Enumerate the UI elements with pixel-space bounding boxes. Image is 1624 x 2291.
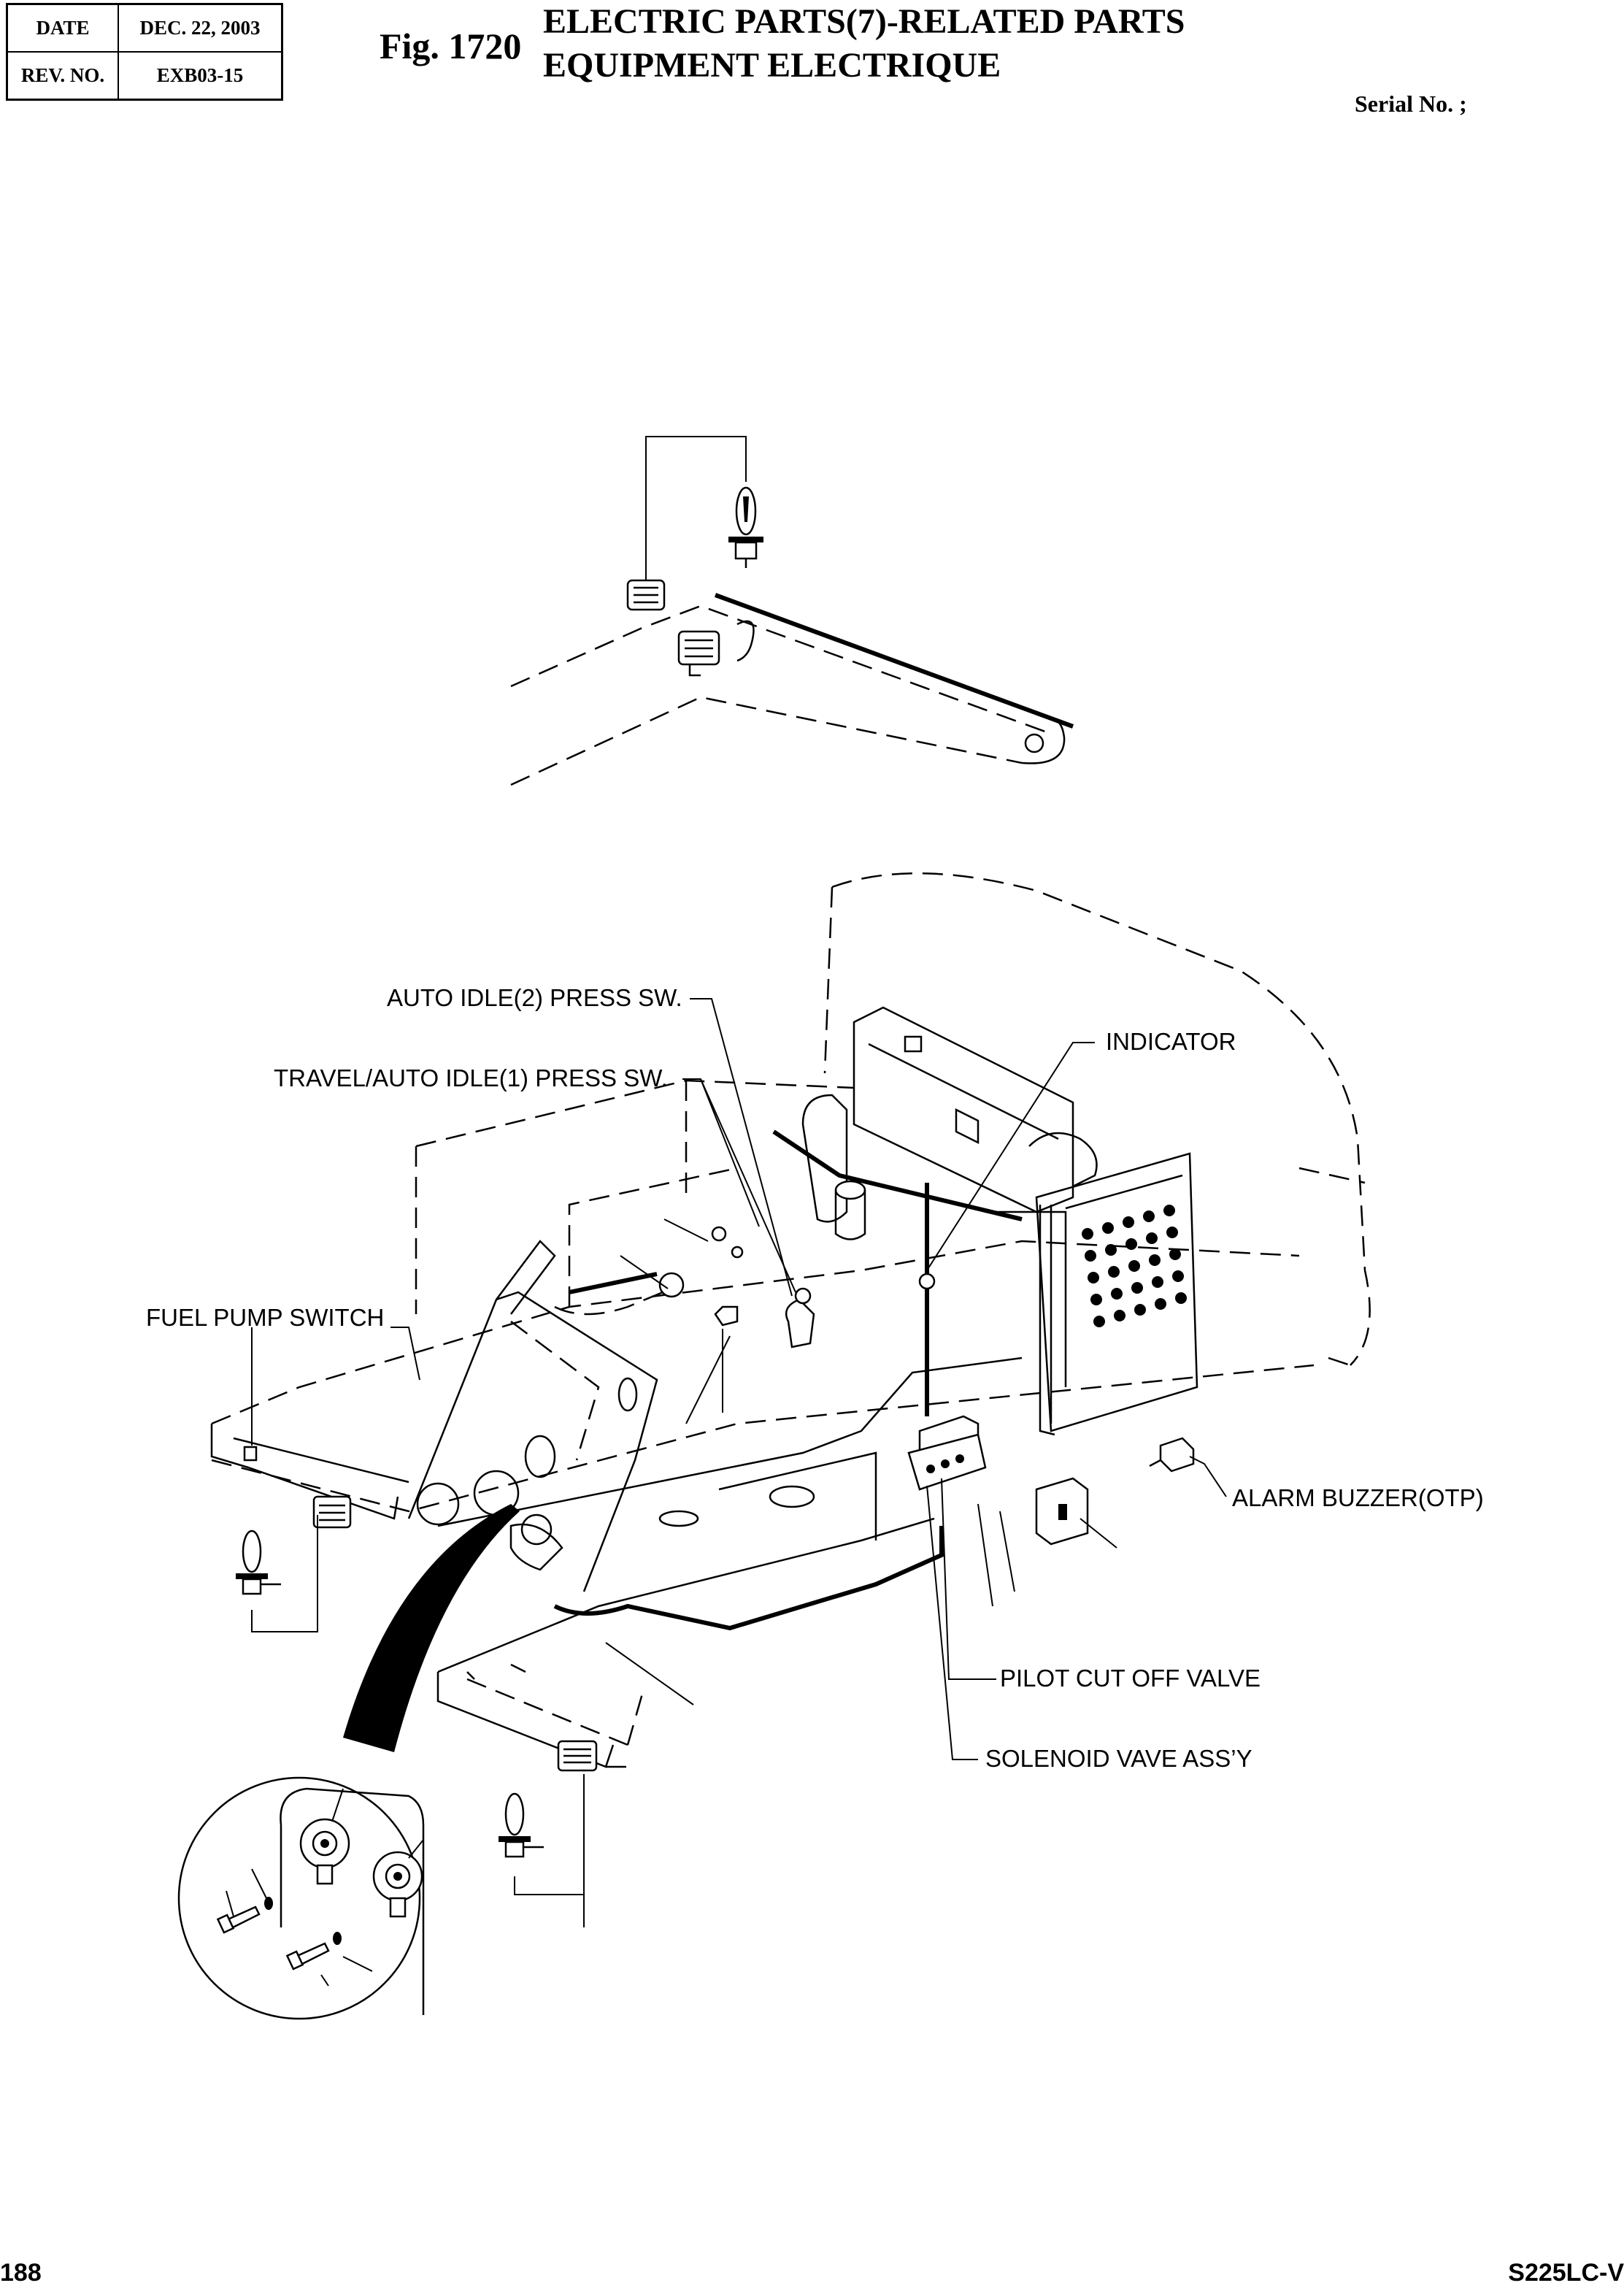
callout-leaders [251,998,1227,1760]
horn-1-icon [299,1818,350,1885]
lower-work-lamp-left-icon [312,1495,352,1529]
model-code: S225LC-V [1508,2259,1624,2287]
radiator-core-dot [1155,1298,1166,1310]
pilot-cut-off-valve-label: PILOT CUT OFF VALVE [1000,1665,1261,1692]
radiator-core-dot [1082,1228,1093,1240]
fuel-pump-switch-label: FUEL PUMP SWITCH [146,1304,385,1331]
radiator-core-dot [1114,1310,1125,1321]
radiator-core-dot [1105,1244,1117,1256]
radiator-core-dot [1102,1222,1114,1234]
radiator-core-dot [1152,1276,1163,1288]
page-subtitle: EQUIPMENT ELECTRIQUE [543,46,1001,85]
radiator-core-dot [1128,1260,1140,1272]
radiator-core-dot [1108,1266,1120,1278]
cab-shell [823,872,1371,1367]
boom-work-lamp-2-icon [677,630,720,677]
radiator-core-grid [1082,1205,1187,1327]
radiator-core-dot [1131,1282,1143,1294]
boom-foot-bracket [407,1240,658,1592]
radiator-core-dot [1163,1205,1175,1216]
rev-label: REV. NO. [6,51,119,101]
lower-platform [436,1451,935,1768]
radiator-core-dot [1093,1316,1105,1327]
pilot-cut-off-valve-icon [1035,1477,1089,1546]
revision-info-table: DATE DEC. 22, 2003 REV. NO. EXB03-15 [6,3,283,101]
engine-radiator-assembly [801,1006,1198,1436]
radiator-core-dot [1134,1304,1146,1316]
radiator-core-dot [1166,1227,1178,1238]
boom-lamp-leader [645,436,747,580]
date-value: DEC. 22, 2003 [118,3,283,53]
radiator-core-dot [1085,1250,1096,1262]
fuel-pump-switch-icon [243,1446,258,1462]
left-lamp-leader [251,1515,318,1632]
horn-2-icon [372,1851,423,1918]
boom-assembly [510,593,1074,786]
rev-value: EXB03-15 [118,51,283,101]
detail-pointer [343,1504,520,1752]
alarm-buzzer-icon [1149,1437,1195,1473]
radiator-core-dot [1088,1272,1099,1283]
bolt-1-icon [216,1897,273,1934]
figure-number: Fig. 1720 [380,26,522,66]
harness-switch [554,1287,672,1316]
right-lamp-leader [514,1774,585,1927]
auto-idle-2-press-switch-label: AUTO IDLE(2) PRESS SW. [387,984,682,1011]
radiator-core-dot [1149,1254,1161,1266]
radiator-core-dot [1090,1294,1102,1305]
halogen-bulb-left-icon [236,1530,281,1595]
press-switch-1-icon [658,1226,815,1348]
radiator-core-dot [1169,1248,1181,1260]
indicator-lamp-icon [918,1273,936,1290]
upper-frame [210,1079,1315,1527]
indicator-label: INDICATOR [1106,1028,1236,1055]
radiator-core-dot [1175,1292,1187,1304]
bolt-2-icon [285,1932,342,1970]
radiator-core-dot [1123,1216,1134,1228]
harness-upper [569,1272,658,1294]
alarm-buzzer-label: ALARM BUZZER(OTP) [1232,1484,1484,1511]
lower-work-lamp-right-icon [557,1740,598,1772]
page-title: ELECTRIC PARTS(7)-RELATED PARTS [543,2,1185,41]
solenoid-valve-block-icon [907,1415,987,1491]
radiator-core-dot [1111,1288,1123,1300]
page-number: 188 [0,2259,42,2287]
date-row: DATE DEC. 22, 2003 [6,3,283,53]
solenoid-valve-assy-label: SOLENOID VAVE ASS’Y [985,1745,1252,1772]
radiator-core-dot [1143,1210,1155,1222]
revision-row: REV. NO. EXB03-15 [6,51,283,101]
harness-engine [772,1129,1023,1221]
horn-detail-circle [177,1776,425,2020]
harness-lower [553,1526,944,1631]
radiator-core-dot [1172,1270,1184,1282]
travel-auto-idle-1-press-switch-label: TRAVEL/AUTO IDLE(1) PRESS SW. [274,1064,668,1091]
boom-work-lamp-1-icon [626,579,666,611]
serial-number-label: Serial No. ; [1355,91,1467,117]
date-label: DATE [6,3,119,53]
halogen-bulb-right-icon [499,1792,544,1858]
radiator-core-dot [1146,1232,1158,1244]
radiator-core-dot [1125,1238,1137,1250]
halogen-bulb-icon [728,486,763,568]
